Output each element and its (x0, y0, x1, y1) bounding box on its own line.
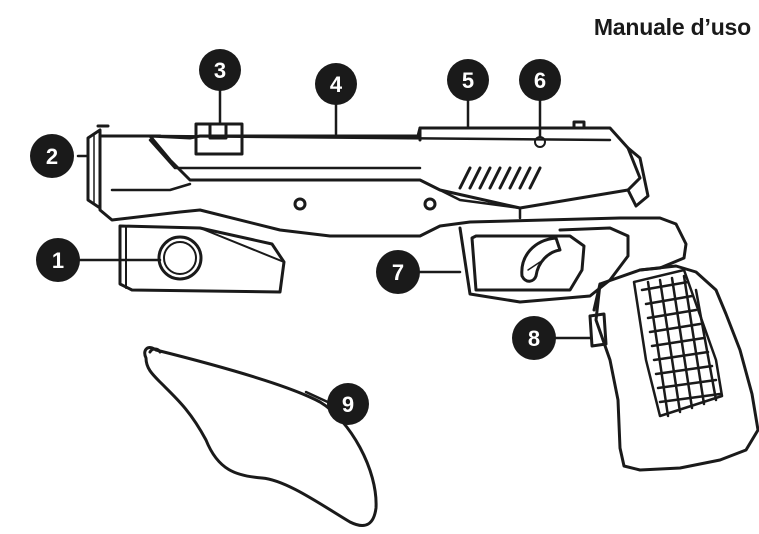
svg-text:2: 2 (46, 144, 58, 169)
slide (98, 126, 642, 210)
svg-text:4: 4 (330, 72, 343, 97)
callout-5: 5 (447, 59, 489, 101)
svg-text:8: 8 (528, 326, 540, 351)
callout-2: 2 (30, 134, 74, 178)
light-module (118, 224, 286, 294)
side-button (588, 312, 608, 348)
callout-3: 3 (199, 49, 241, 91)
lens (157, 235, 203, 281)
detachable-grip (143, 346, 378, 527)
callout-1: 1 (36, 238, 80, 282)
svg-text:5: 5 (462, 68, 474, 93)
manual-title: Manuale d’uso (593, 14, 751, 40)
grip-texture (632, 268, 724, 418)
svg-text:9: 9 (342, 392, 354, 417)
svg-text:6: 6 (534, 68, 546, 93)
grip (594, 264, 759, 472)
callout-4: 4 (315, 63, 357, 105)
slide-vents (458, 166, 542, 190)
callout-9: 9 (327, 383, 369, 425)
leader-lines (76, 84, 592, 406)
svg-text:7: 7 (392, 260, 404, 285)
callout-8: 8 (512, 316, 556, 360)
svg-text:3: 3 (214, 58, 226, 83)
rear-sight (572, 120, 586, 130)
callout-7: 7 (376, 250, 420, 294)
frame (98, 178, 688, 272)
trigger (520, 236, 562, 283)
callout-6: 6 (519, 59, 561, 101)
svg-text:1: 1 (52, 248, 64, 273)
